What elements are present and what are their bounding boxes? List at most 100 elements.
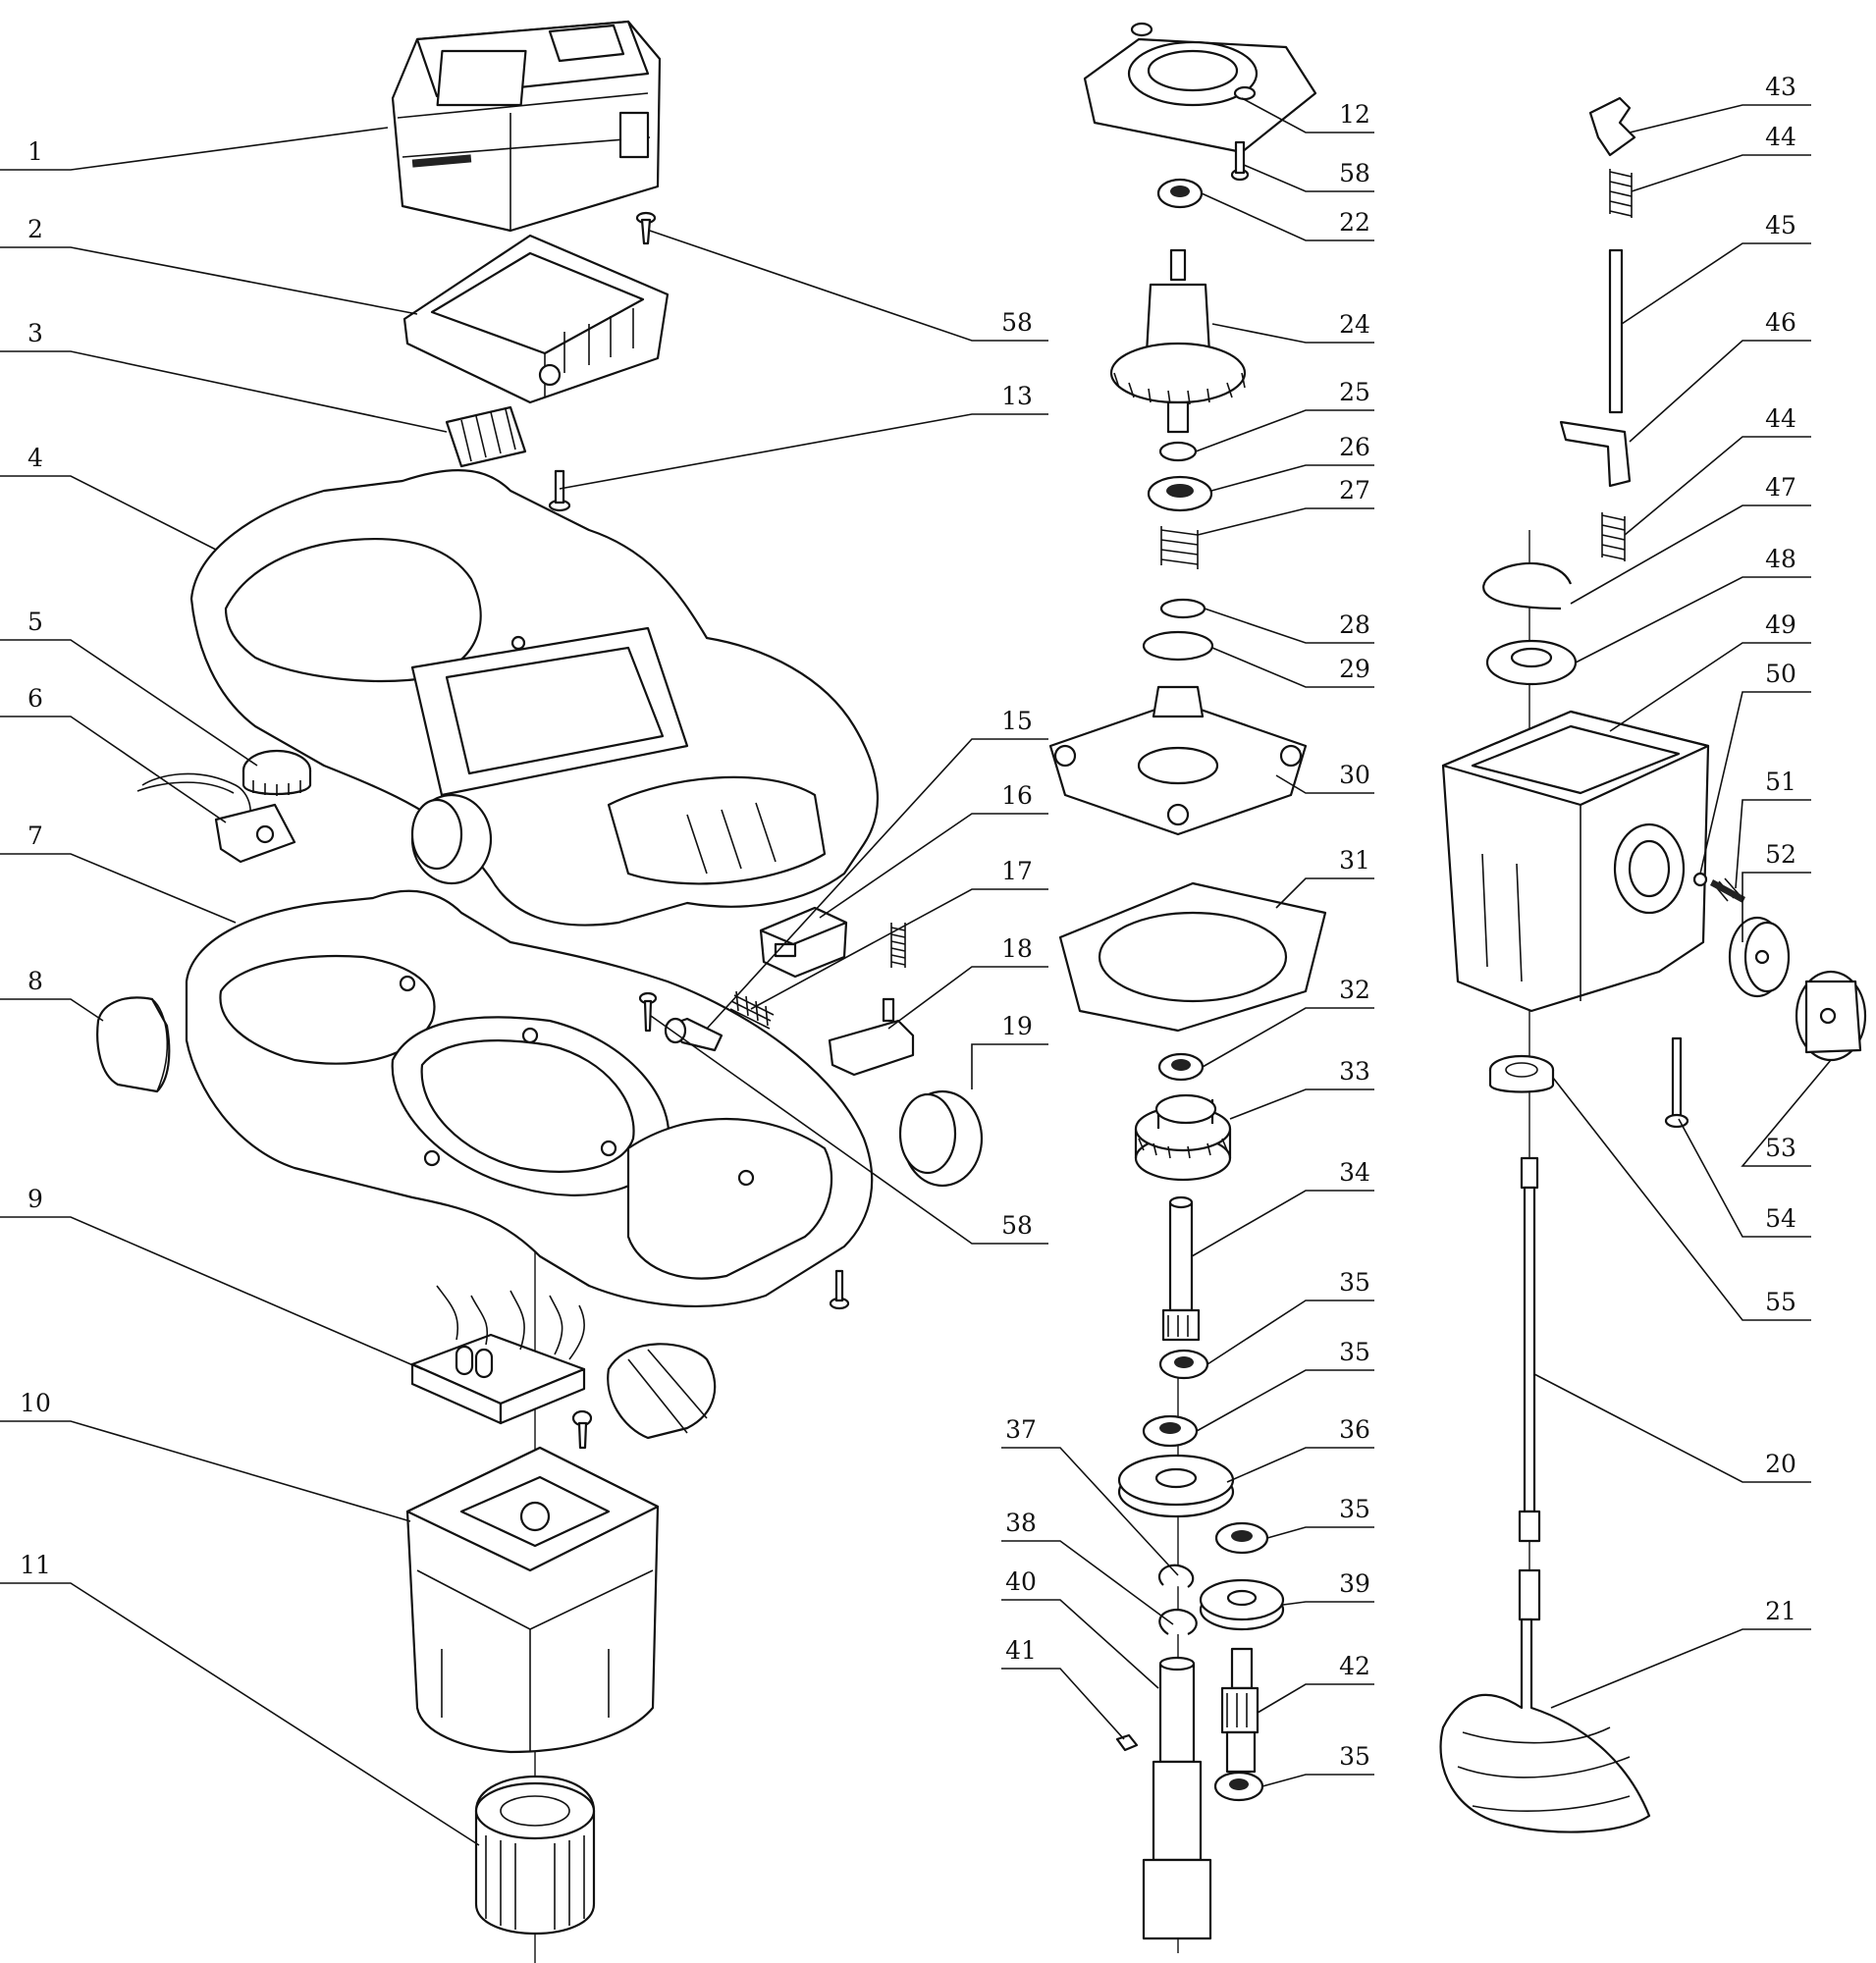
part-42-pinion-shaft — [1220, 1647, 1260, 1774]
part-18-slide — [828, 997, 915, 1077]
label-32: 32 — [1339, 976, 1370, 1004]
part-45-rod — [1608, 248, 1624, 414]
label-58-mid: 58 — [1001, 1211, 1033, 1240]
part-4-upper-handle-housing — [189, 469, 879, 927]
part-13-screw — [548, 469, 571, 512]
label-51: 51 — [1765, 768, 1796, 796]
label-58-top: 58 — [1001, 308, 1033, 337]
part-50-ball — [1692, 872, 1708, 887]
part-10-motor-housing — [405, 1446, 660, 1754]
label-5: 5 — [27, 608, 43, 636]
label-45: 45 — [1765, 211, 1796, 239]
label-52: 52 — [1765, 840, 1796, 869]
part-1-battery-pack — [391, 20, 662, 233]
part-54-screw — [1664, 1036, 1689, 1129]
label-21: 21 — [1765, 1597, 1796, 1625]
label-36: 36 — [1339, 1415, 1370, 1444]
motor-screw — [571, 1409, 593, 1450]
label-44-lower: 44 — [1765, 404, 1796, 433]
part-19-end-cap-right — [898, 1089, 984, 1188]
part-46-bracket — [1559, 420, 1632, 488]
end-cap-lower — [607, 1343, 717, 1440]
part-36-gear — [1117, 1454, 1235, 1518]
label-35-b: 35 — [1339, 1338, 1370, 1366]
part-43-clip — [1588, 96, 1636, 157]
part-20-mixing-shaft — [1518, 1156, 1541, 1621]
part-30-gear-cover — [1048, 685, 1308, 836]
label-37: 37 — [1005, 1415, 1037, 1444]
leader-lines — [0, 97, 1832, 1846]
label-26: 26 — [1339, 433, 1370, 461]
part-5-switch-cap — [241, 749, 312, 796]
label-27: 27 — [1339, 476, 1370, 504]
label-35-d: 35 — [1339, 1742, 1370, 1771]
label-50: 50 — [1765, 660, 1796, 688]
part-11-stator — [474, 1775, 596, 1936]
label-12: 12 — [1339, 100, 1370, 129]
label-54: 54 — [1765, 1204, 1796, 1233]
label-31: 31 — [1339, 846, 1370, 875]
part-number-labels: 1 2 3 4 5 6 7 8 9 10 11 58 13 15 16 17 1… — [20, 73, 1796, 1771]
part-55-seal-ring — [1488, 1054, 1555, 1093]
part-38-circlip — [1158, 1608, 1198, 1635]
label-30: 30 — [1339, 761, 1370, 789]
label-44-upper: 44 — [1765, 123, 1796, 151]
label-15: 15 — [1001, 707, 1033, 735]
part-17-spring-lower — [729, 990, 775, 1030]
label-16: 16 — [1001, 781, 1033, 810]
label-40: 40 — [1005, 1567, 1037, 1596]
label-18: 18 — [1001, 934, 1033, 963]
label-3: 3 — [27, 319, 43, 347]
part-3-terminal-block — [445, 405, 527, 468]
part-53-knob — [1795, 970, 1867, 1062]
part-29-o-ring — [1142, 630, 1214, 662]
part-25-washer — [1158, 441, 1198, 462]
part-58-screw-lower — [829, 1269, 850, 1310]
part-47-retaining-ring — [1482, 561, 1573, 610]
part-22-bearing — [1156, 178, 1204, 209]
part-52-knob-base — [1728, 916, 1791, 998]
part-48-bearing — [1485, 639, 1578, 686]
end-cap-upper — [410, 793, 493, 885]
label-22: 22 — [1339, 208, 1370, 237]
part-28-washer — [1159, 598, 1206, 619]
part-37-circlip — [1157, 1564, 1195, 1588]
label-19: 19 — [1001, 1012, 1033, 1040]
label-33: 33 — [1339, 1057, 1370, 1086]
part-35-bearing-b — [1142, 1414, 1199, 1448]
label-2: 2 — [27, 215, 43, 243]
label-17: 17 — [1001, 857, 1033, 885]
part-44-spring-lower — [1601, 512, 1626, 561]
label-28: 28 — [1339, 610, 1370, 639]
label-47: 47 — [1765, 473, 1796, 502]
part-9-control-board — [410, 1285, 586, 1425]
part-8-side-cover-left — [96, 996, 171, 1093]
label-55: 55 — [1765, 1288, 1796, 1316]
label-46: 46 — [1765, 308, 1796, 337]
label-35-c: 35 — [1339, 1495, 1370, 1523]
part-44-spring-upper — [1609, 169, 1633, 218]
label-7: 7 — [27, 822, 43, 850]
part-21-mixing-paddle — [1439, 1618, 1651, 1833]
label-11: 11 — [20, 1551, 51, 1579]
label-43: 43 — [1765, 73, 1796, 101]
label-6: 6 — [27, 684, 43, 713]
part-16-switch — [759, 906, 848, 979]
label-58-flange: 58 — [1339, 159, 1370, 187]
label-42: 42 — [1339, 1652, 1370, 1680]
part-26-bearing — [1147, 475, 1213, 512]
part-6-wired-sensor — [136, 772, 296, 864]
label-20: 20 — [1765, 1450, 1796, 1478]
part-41-key — [1115, 1733, 1139, 1752]
label-8: 8 — [27, 967, 43, 995]
label-53: 53 — [1765, 1134, 1796, 1162]
part-27-spring — [1160, 526, 1199, 569]
label-41: 41 — [1005, 1636, 1037, 1665]
part-12-flange — [1083, 22, 1317, 154]
part-39-gear — [1199, 1578, 1285, 1631]
label-1: 1 — [27, 137, 43, 166]
label-49: 49 — [1765, 610, 1796, 639]
label-4: 4 — [27, 444, 43, 472]
label-29: 29 — [1339, 655, 1370, 683]
